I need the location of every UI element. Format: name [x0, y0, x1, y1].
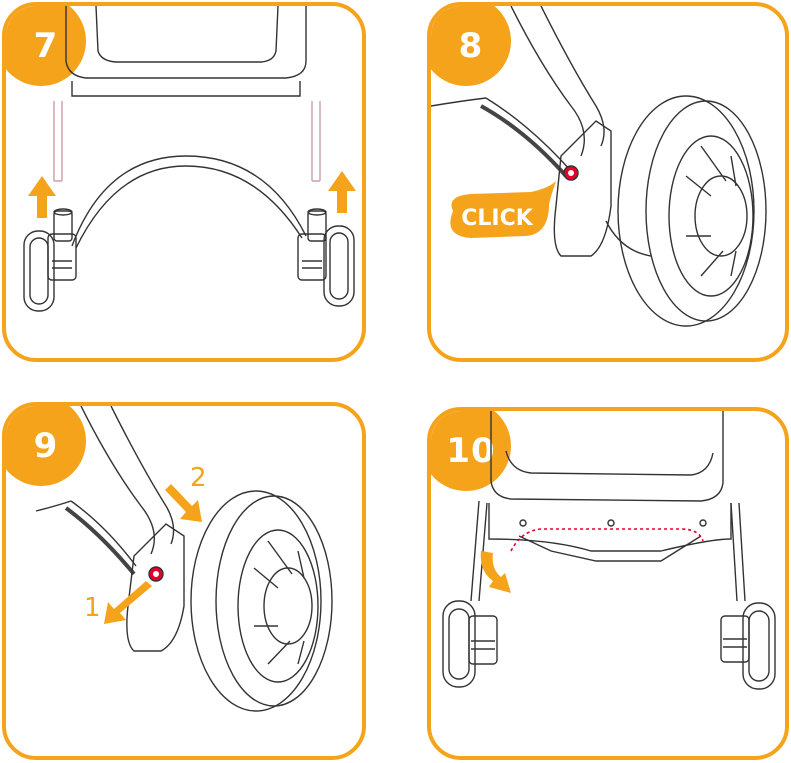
arrow-label-1: 1 — [84, 593, 101, 623]
step-8-illustration: CLICK — [431, 6, 789, 362]
press-arrow-icon: 2 — [165, 463, 207, 522]
step-7-panel: 7 — [2, 2, 366, 362]
arrow-label-2: 2 — [190, 463, 207, 493]
press-arrow-icon: 1 — [84, 581, 152, 624]
step-7-illustration — [6, 6, 366, 362]
step-10-panel: 10 — [427, 407, 789, 760]
curved-arrow-icon — [481, 551, 511, 593]
up-arrow-icon — [328, 171, 356, 213]
step-10-illustration — [431, 411, 789, 760]
click-callout-icon: CLICK — [450, 181, 556, 238]
step-8-panel: 8 CLICK — [427, 2, 789, 362]
up-arrow-icon — [28, 176, 56, 218]
step-9-illustration: 1 2 — [6, 406, 366, 760]
click-label: CLICK — [461, 206, 533, 231]
step-9-panel: 9 1 2 — [2, 402, 366, 760]
